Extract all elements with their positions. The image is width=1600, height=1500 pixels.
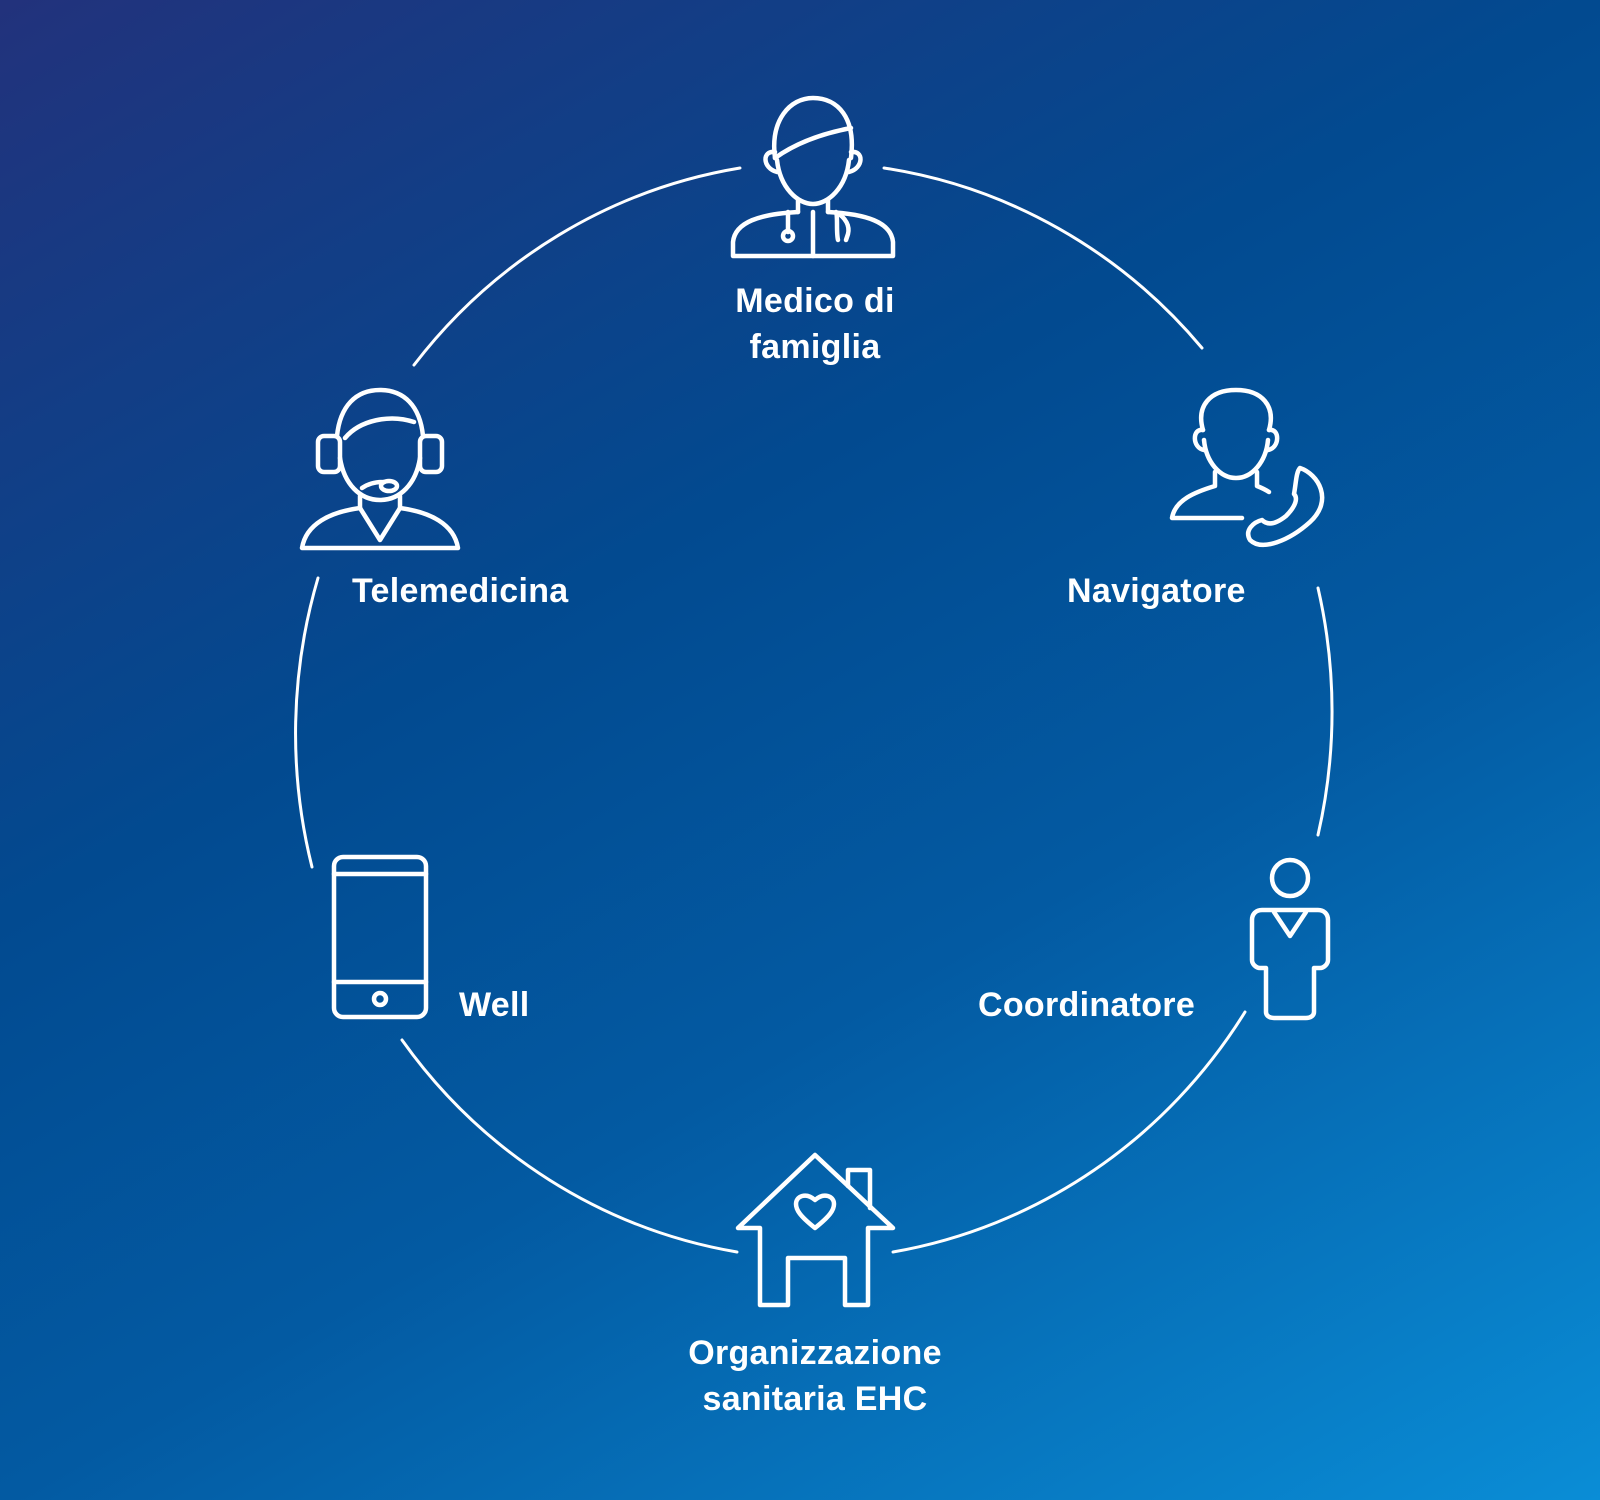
label-organizzazione-line2: sanitaria EHC [702, 1380, 928, 1418]
coordinator-person-icon [1249, 857, 1331, 1021]
arc-coordinatore-organizzazione [891, 1010, 1247, 1254]
doctor-icon [730, 95, 896, 259]
tablet-icon [331, 854, 429, 1020]
label-telemedicina: Telemedicina [352, 572, 569, 610]
label-navigatore: Navigatore [1067, 572, 1246, 610]
arc-well-telemedicina [294, 576, 320, 869]
cycle-ring [294, 166, 1334, 1254]
label-medico-line1: Medico di [735, 282, 895, 320]
label-organizzazione-line1: Organizzazione [688, 1334, 942, 1372]
arc-navigatore-coordinatore [1316, 586, 1334, 837]
arc-medico-navigatore [882, 166, 1204, 350]
headset-operator-icon [299, 387, 461, 551]
arc-organizzazione-well [400, 1038, 739, 1254]
arc-telemedicina-medico [412, 166, 742, 367]
label-coordinatore: Coordinatore [978, 986, 1196, 1024]
house-heart-icon [735, 1152, 896, 1308]
person-phone-icon [1169, 387, 1325, 547]
label-organizzazione-sanitaria: Organizzazione sanitaria EHC [655, 1330, 975, 1422]
label-medico-di-famiglia: Medico di famiglia [700, 278, 930, 370]
label-well: Well [459, 986, 530, 1024]
label-medico-line2: famiglia [749, 328, 881, 366]
